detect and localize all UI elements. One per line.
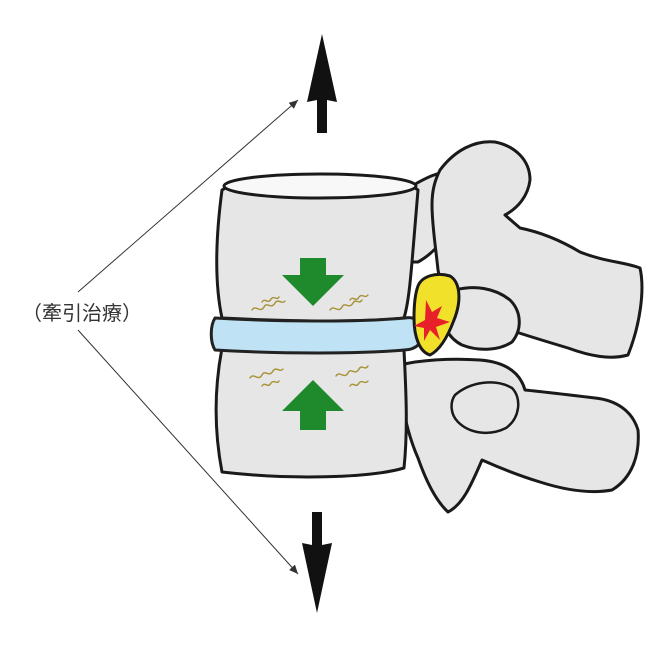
pain-burst-icon xyxy=(414,300,450,341)
vertebral-arch-lower xyxy=(398,286,640,514)
lower-facet-joint xyxy=(450,381,520,435)
guide-line-lower xyxy=(77,329,299,575)
traction-arrow-down-icon xyxy=(302,512,332,613)
traction-therapy-label: （牽引治療） xyxy=(22,301,142,325)
compressed-nerve xyxy=(412,272,461,357)
guide-line-upper xyxy=(77,99,299,293)
upper-vertebral-body xyxy=(215,172,420,323)
intervertebral-disc xyxy=(209,316,426,355)
compression-arrow-down-icon xyxy=(282,258,344,306)
pain-squiggles xyxy=(249,294,369,387)
compression-arrow-up-icon xyxy=(282,380,344,430)
traction-arrow-up-icon xyxy=(307,34,337,133)
upper-endplate xyxy=(222,172,418,200)
spinous-process-lower xyxy=(398,357,640,514)
